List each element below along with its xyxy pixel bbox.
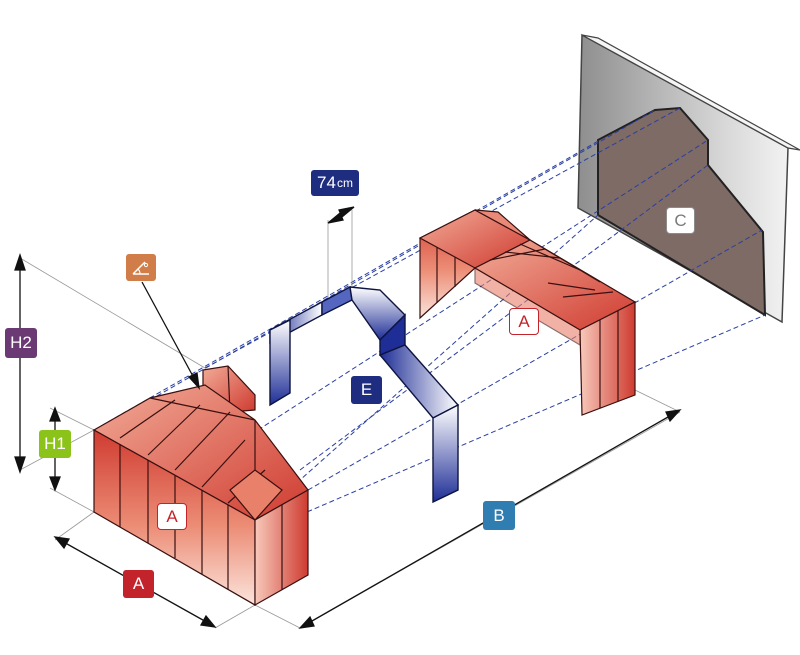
back-wall <box>577 33 800 324</box>
projection-lines <box>93 107 766 521</box>
a-back-label: A <box>518 311 530 331</box>
a-width-label: A <box>132 574 145 593</box>
e-beam-label: E <box>360 380 373 399</box>
distance-unit: cm <box>336 176 353 190</box>
c-wall-label: C <box>674 210 687 230</box>
greenhouse-back <box>418 209 637 416</box>
h2-badge: H2 <box>5 328 37 358</box>
a-front-label: A <box>166 506 178 526</box>
c-wall-badge: C <box>666 207 695 234</box>
h1-badge: H1 <box>39 430 71 458</box>
e-beam-badge: E <box>351 376 382 404</box>
a-back-badge: A <box>509 308 539 335</box>
distance-value: 74 <box>317 173 336 192</box>
h1-label: H1 <box>44 434 66 453</box>
h2-label: H2 <box>10 333 32 352</box>
b-length-label: B <box>493 505 505 525</box>
roof-angle-badge <box>126 254 156 281</box>
a-front-badge: A <box>157 503 187 530</box>
beam-structure <box>269 285 460 504</box>
roof-angle-icon <box>131 260 151 276</box>
a-width-badge: A <box>123 570 154 598</box>
b-length-badge: B <box>483 501 515 530</box>
angle-pointer <box>141 281 200 390</box>
